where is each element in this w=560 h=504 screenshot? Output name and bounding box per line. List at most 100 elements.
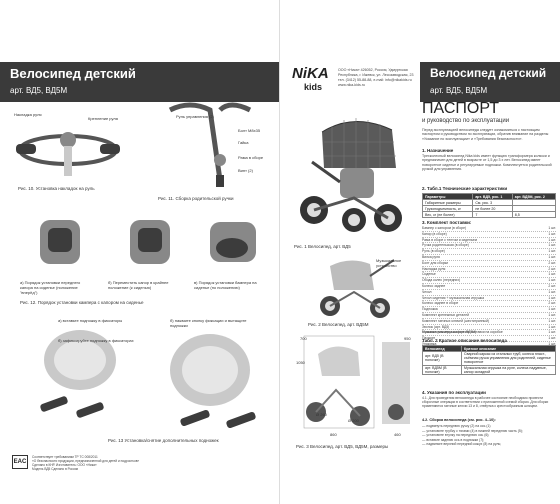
spec-cell: 8,5 xyxy=(511,211,557,218)
dim-wheel-front: Ø 200 xyxy=(348,418,359,423)
list-item: — подвинуть переднюю ручку (2) на ось (1… xyxy=(422,424,491,428)
spec-cell: 7 xyxy=(472,211,513,218)
list-item: Бампер с капором (в сборе)1 шт. xyxy=(422,226,556,232)
footer-line: Сделано в КНР. Изготовитель: ООО «Ника» xyxy=(32,463,97,467)
kit-item-qty: 1 шт. xyxy=(548,324,556,329)
fig10-caption: Рис. 10. Установка накладок на руль xyxy=(18,186,95,191)
label-frame: Рама в сборе xyxy=(238,155,264,160)
kit-item-name: Обода колес (передних) xyxy=(422,278,461,283)
list-item: — надвиньте верхний передний кожух (8) н… xyxy=(422,442,502,447)
spec-table: Параметры арт. ВД5, рис. 1 арт. ВД5М, ри… xyxy=(421,193,557,218)
kit-item-qty: 2 шт. xyxy=(548,260,556,265)
seat-bumper-illustration xyxy=(40,220,256,264)
nika-kids-logo: NiKA kids xyxy=(292,66,332,100)
fig2-caption: Рис. 2 Велосипед, арт. ВД5М xyxy=(308,322,369,327)
passport-title: ПАСПОРТ xyxy=(422,100,500,117)
kit-item-name: Болт для сборки xyxy=(422,260,449,265)
kit-item-qty: 1 шт. xyxy=(548,307,556,312)
kit-item-name: Звонок (арт. ВД5) xyxy=(422,324,450,329)
desc-header-row: Велосипед Краткое описание xyxy=(422,345,556,352)
list-item: Ручка родительская (в сборе) 1 шт. xyxy=(422,243,556,250)
list-item: Руль (в сборе) 1 шт. xyxy=(422,249,556,255)
description-table: Велосипед Краткое описание арт. ВД5 (В п… xyxy=(422,345,556,376)
section4-heading: 4. Указания по эксплуатации xyxy=(422,390,486,395)
list-item: Сиденье 1 шт. xyxy=(422,272,556,279)
label-handlebar-pad: Накладка руля xyxy=(14,112,42,117)
kit-item-qty: 1 шт. xyxy=(548,330,556,335)
dim-top: 700 xyxy=(300,336,307,341)
footer-line: Модель ВД5 Сделано в России xyxy=(32,467,79,471)
list-item: Болт для сборки 2 шт. xyxy=(422,261,556,267)
desc-header: Краткое описание xyxy=(461,345,556,352)
fig1-caption: Рис. 1 Велосипед, арт. ВД5 xyxy=(294,244,351,249)
kit-item-qty: 1 шт. xyxy=(548,336,556,341)
section1-heading: 1. Назначение xyxy=(422,148,454,153)
parent-handle-illustration xyxy=(168,102,252,187)
list-item: Подножка 1 шт. xyxy=(422,307,556,313)
list-item: — установите трубку с тягами (4) в нижне… xyxy=(422,428,523,433)
kit-item-qty: 1 шт. xyxy=(548,289,556,294)
contact-line: тел. (3412) 55-88-88, e-mail: info@nikak… xyxy=(338,78,412,82)
contact-line: Республика, г. Ижевск, ул. Лесозаводская… xyxy=(338,73,414,77)
list-item: Вилка руля 1 шт. xyxy=(422,255,556,261)
list-item: Чехол 1 шт. xyxy=(422,290,556,296)
eac-mark: EAC xyxy=(12,455,28,469)
kit-item-name: Чехол xyxy=(422,289,432,294)
fig13-caption: Рис. 13 Установка/снятие дополнительных … xyxy=(108,438,219,443)
kit-item-qty: 1 шт. xyxy=(548,272,556,277)
kit-item-name: Руль (в сборе) xyxy=(422,249,445,254)
list-item: — установите втулку на переднюю ось (6); xyxy=(422,433,490,438)
table-row: арт. ВД5М (В полочке) Музыкальная игрушк… xyxy=(422,364,556,376)
dim-length: 860 xyxy=(330,432,337,437)
tab2-heading: Табл. 2 Краткое описание велосипеда xyxy=(422,338,507,343)
bike-vd5-illustration xyxy=(300,118,402,232)
spec-cell: Вес, кг (не более) xyxy=(421,211,474,218)
footrest-illustration xyxy=(40,330,256,429)
kit-item-name: Ручка родительская (в сборе) xyxy=(422,243,469,248)
kit-item-qty: 1 шт. xyxy=(548,249,556,254)
kit-note: Упаковка указана в комплекте поставки на… xyxy=(422,330,503,334)
label-step-b: б) Переместить капор в крайнее положение… xyxy=(108,280,169,290)
kit-item-name: Подножка xyxy=(422,307,438,312)
kit-item-name: Чехол сидения + музыкальная игрушка xyxy=(422,295,484,300)
kit-item-name: Колесо заднее в сборе xyxy=(422,301,459,306)
section1-text: Трехколесный велосипед Nika kids имеет ф… xyxy=(422,154,552,172)
contact-line: www.nika-kids.ru xyxy=(338,83,365,87)
kit-item-name: Бампер с капором (в сборе) xyxy=(422,226,467,230)
section4-text: 4.1. Для проведения велосипеда в рабочее… xyxy=(422,396,549,409)
fig12-caption: Рис. 12. Порядок установки кампера с кап… xyxy=(20,300,144,305)
list-item: Комплект гаечных ключей (шестигранный)1 … xyxy=(422,319,556,325)
kit-item-qty: 1 шт. xyxy=(548,312,556,317)
kit-item-qty: 1 шт. xyxy=(548,278,556,283)
kit-item-name: Упаковка xyxy=(422,341,437,346)
bike-vd5m-illustration xyxy=(320,259,395,318)
footer-line: Соответствует требованиям ТР ТС 008/2011 xyxy=(32,455,98,459)
list-item: Паспорт 1 шт. xyxy=(422,336,556,342)
label-footrest-b: б) зафиксируйте подножку в фиксаторах xyxy=(58,338,134,343)
left-page-title: Велосипед детский xyxy=(10,66,136,81)
kit-item-qty: 2 шт. xyxy=(548,283,556,288)
label-steering: Руль управления (2) xyxy=(176,114,214,119)
intro-text: Перед эксплуатацией велосипеда следует о… xyxy=(422,128,549,141)
kit-list: Бампер с капором (в сборе)1 шт.Капор (в … xyxy=(422,226,556,348)
kit-item-name: Сиденье xyxy=(422,272,436,277)
kit-item-name: Накладка руля xyxy=(422,266,446,271)
dim-wheel-rear: Ø 260 xyxy=(316,412,327,417)
right-title-banner: Велосипед детский арт. ВД5, ВД5М xyxy=(420,62,560,102)
kit-item-qty: 1 шт. xyxy=(548,231,556,236)
kit-item-qty: 1 шт. xyxy=(548,237,556,242)
left-page: Велосипед детский арт. ВД5, ВД5М Накладк… xyxy=(0,62,280,471)
list-item: Музыкальная игрушка (арт. ВД5М)1 шт. xyxy=(422,330,556,337)
assembly-steps: — подвинуть переднюю ручку (2) на ось (1… xyxy=(422,424,556,447)
kit-item-name: Паспорт xyxy=(422,336,436,341)
label-step-c: в) Порядок установки бампера на сиденье … xyxy=(194,280,257,290)
kit-item-qty: 1 шт. xyxy=(548,254,556,259)
handlebar-illustration xyxy=(16,132,120,176)
label-nut: Гайка xyxy=(238,140,249,145)
kit-item-name: Вилка руля xyxy=(422,254,440,259)
kit-item-qty: 1 шт. xyxy=(548,243,556,248)
label-step-a: а) Порядок установки переднего капора на… xyxy=(20,280,81,295)
